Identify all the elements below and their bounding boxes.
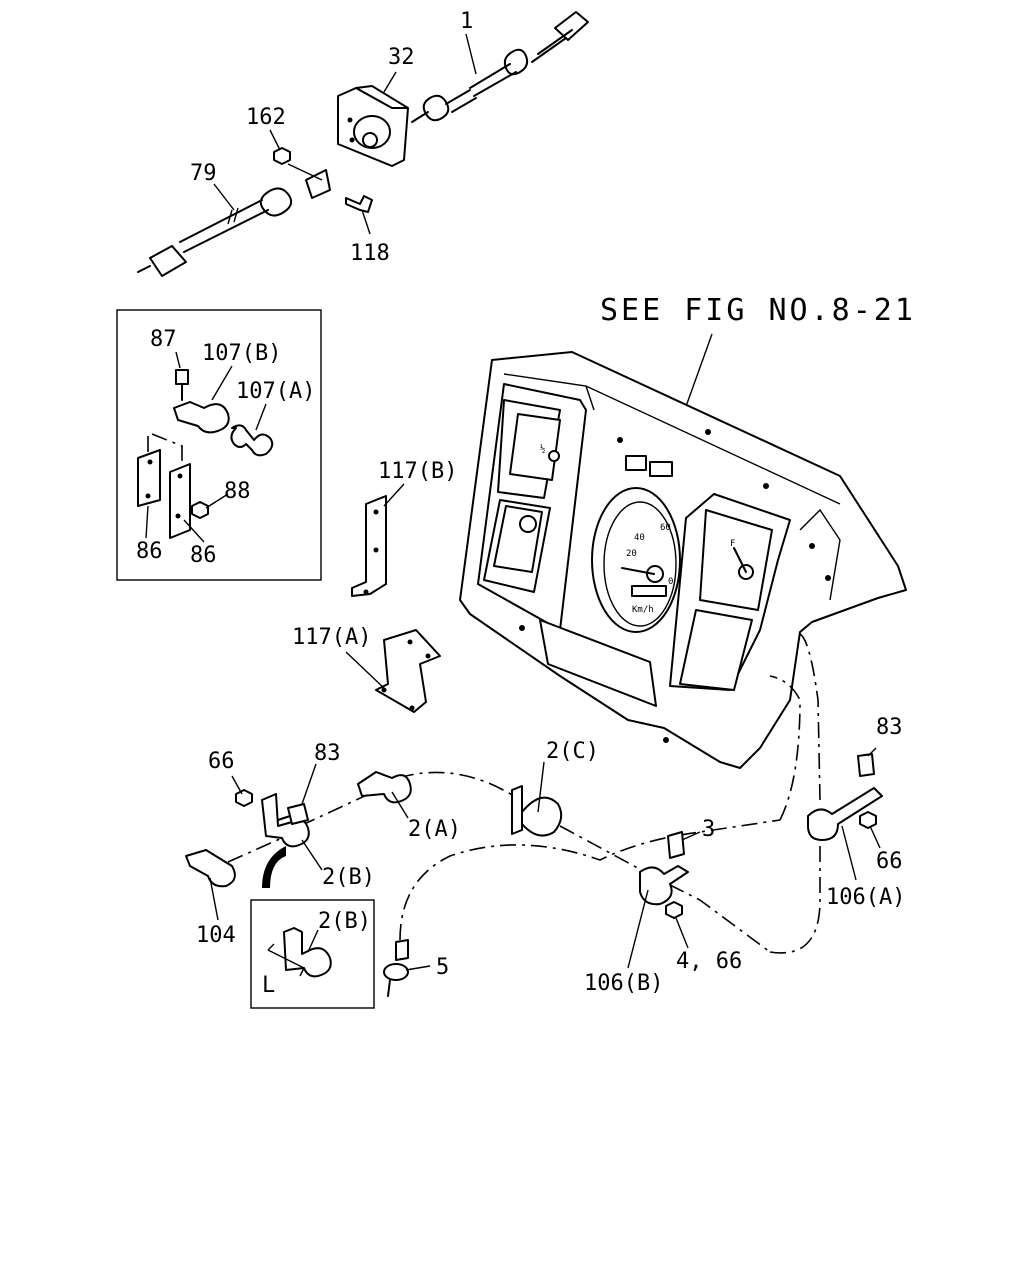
speed-tick-40: 40	[634, 533, 645, 543]
callout-106a: 106(A)	[826, 885, 905, 910]
callout-4-66: 4, 66	[676, 949, 742, 974]
callout-117b: 117(B)	[378, 459, 457, 484]
callout-86-left: 86	[136, 539, 163, 564]
speed-tick-60: 60	[660, 523, 671, 533]
callout-66-left: 66	[208, 749, 235, 774]
speedometer-cable-assembly	[137, 11, 589, 277]
callout-104: 104	[196, 923, 236, 948]
callout-118: 118	[350, 241, 390, 266]
lower-clamps	[185, 753, 883, 997]
callout-88: 88	[224, 479, 251, 504]
callout-5: 5	[436, 955, 449, 980]
inset-box-clips	[116, 309, 322, 581]
cable-routing	[227, 633, 821, 954]
speed-tick-20: 20	[626, 549, 637, 559]
callout-83-right: 83	[876, 715, 903, 740]
callout-106b: 106(B)	[584, 971, 663, 996]
callout-107a: 107(A)	[236, 379, 315, 404]
callout-1: 1	[460, 9, 473, 34]
callout-2c: 2(C)	[546, 739, 599, 764]
callout-87: 87	[150, 327, 177, 352]
callout-66-right: 66	[876, 849, 903, 874]
callout-2a: 2(A)	[408, 817, 461, 842]
callout-32: 32	[388, 45, 415, 70]
callout-162: 162	[246, 105, 286, 130]
callout-86-right: 86	[190, 543, 217, 568]
detail-callout-2b: 2(B)	[318, 909, 371, 934]
speed-unit: Km/h	[632, 605, 654, 615]
top-leaders	[213, 33, 477, 235]
bracket-117b	[351, 483, 405, 597]
callout-2b: 2(B)	[322, 865, 375, 890]
callout-117a: 117(A)	[292, 625, 371, 650]
lower-leaders	[209, 747, 881, 971]
see-fig-note: SEE FIG NO.8-21	[600, 293, 916, 328]
see-fig-leader	[683, 333, 713, 413]
callout-3: 3	[702, 817, 715, 842]
callout-107b: 107(B)	[202, 341, 281, 366]
detail-dimension-l: L	[262, 973, 275, 998]
callout-83-left: 83	[314, 741, 341, 766]
bracket-117a	[345, 629, 441, 713]
speed-tick-0: 0	[668, 577, 673, 587]
detail-box-2b	[250, 899, 375, 1009]
fuel-full-mark: F	[730, 539, 735, 549]
fuel-half-mark: ½	[540, 444, 545, 455]
callout-79: 79	[190, 161, 217, 186]
instrument-cluster: 20 40 60 8 0 Km/h F ½	[459, 351, 907, 769]
